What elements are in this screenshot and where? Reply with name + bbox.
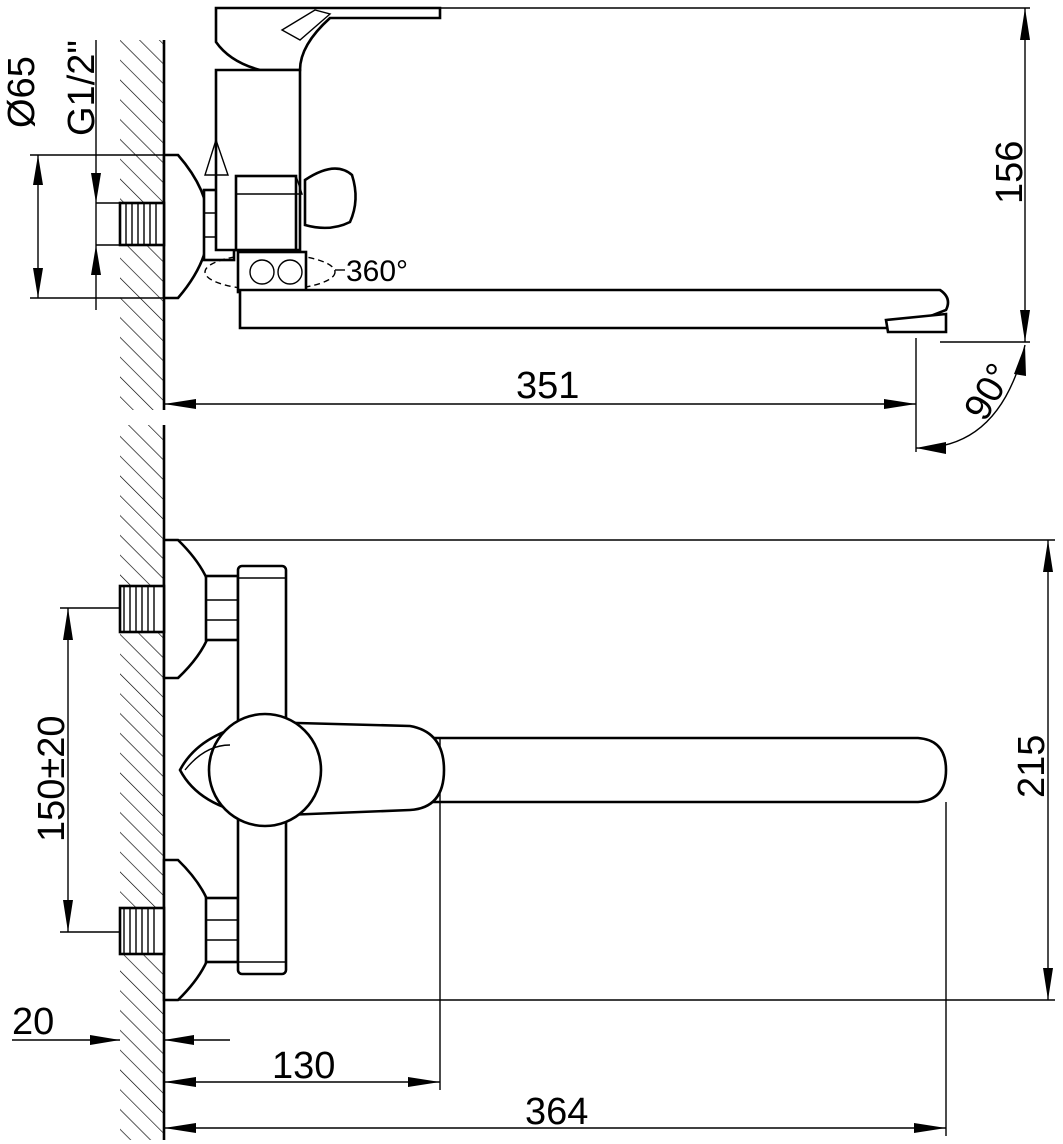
top-view-faucet (96, 6, 950, 334)
label-diameter: Ø65 (1, 56, 43, 128)
escutcheon-top (162, 153, 211, 300)
wall-bottom (120, 425, 166, 1140)
spout-top (238, 288, 950, 330)
hub (207, 712, 323, 828)
nut-upper (204, 574, 240, 642)
label-height: 156 (989, 141, 1031, 204)
label-spout-reach: 351 (516, 365, 579, 407)
valve-block-top (234, 174, 298, 252)
lever-top (214, 6, 442, 72)
spout-front (428, 736, 948, 804)
label-thread: G1/2" (61, 40, 103, 136)
dimension-lines (12, 7, 1055, 1136)
diverter-knob (303, 167, 357, 230)
label-center-distance: 150±20 (31, 715, 73, 842)
label-rotation: 360° (346, 255, 408, 288)
label-total-depth: 364 (525, 1091, 588, 1133)
bottom-view-faucet (118, 538, 948, 1002)
label-swivel: 90° (956, 357, 1021, 428)
dimension-labels: Ø65 G1/2" 156 360° 351 90° 215 150±20 20… (1, 40, 1053, 1133)
label-total-height: 215 (1011, 735, 1053, 798)
label-body-depth: 130 (272, 1045, 335, 1087)
label-wall-offset: 20 (12, 1001, 54, 1043)
nut-lower (204, 896, 240, 964)
